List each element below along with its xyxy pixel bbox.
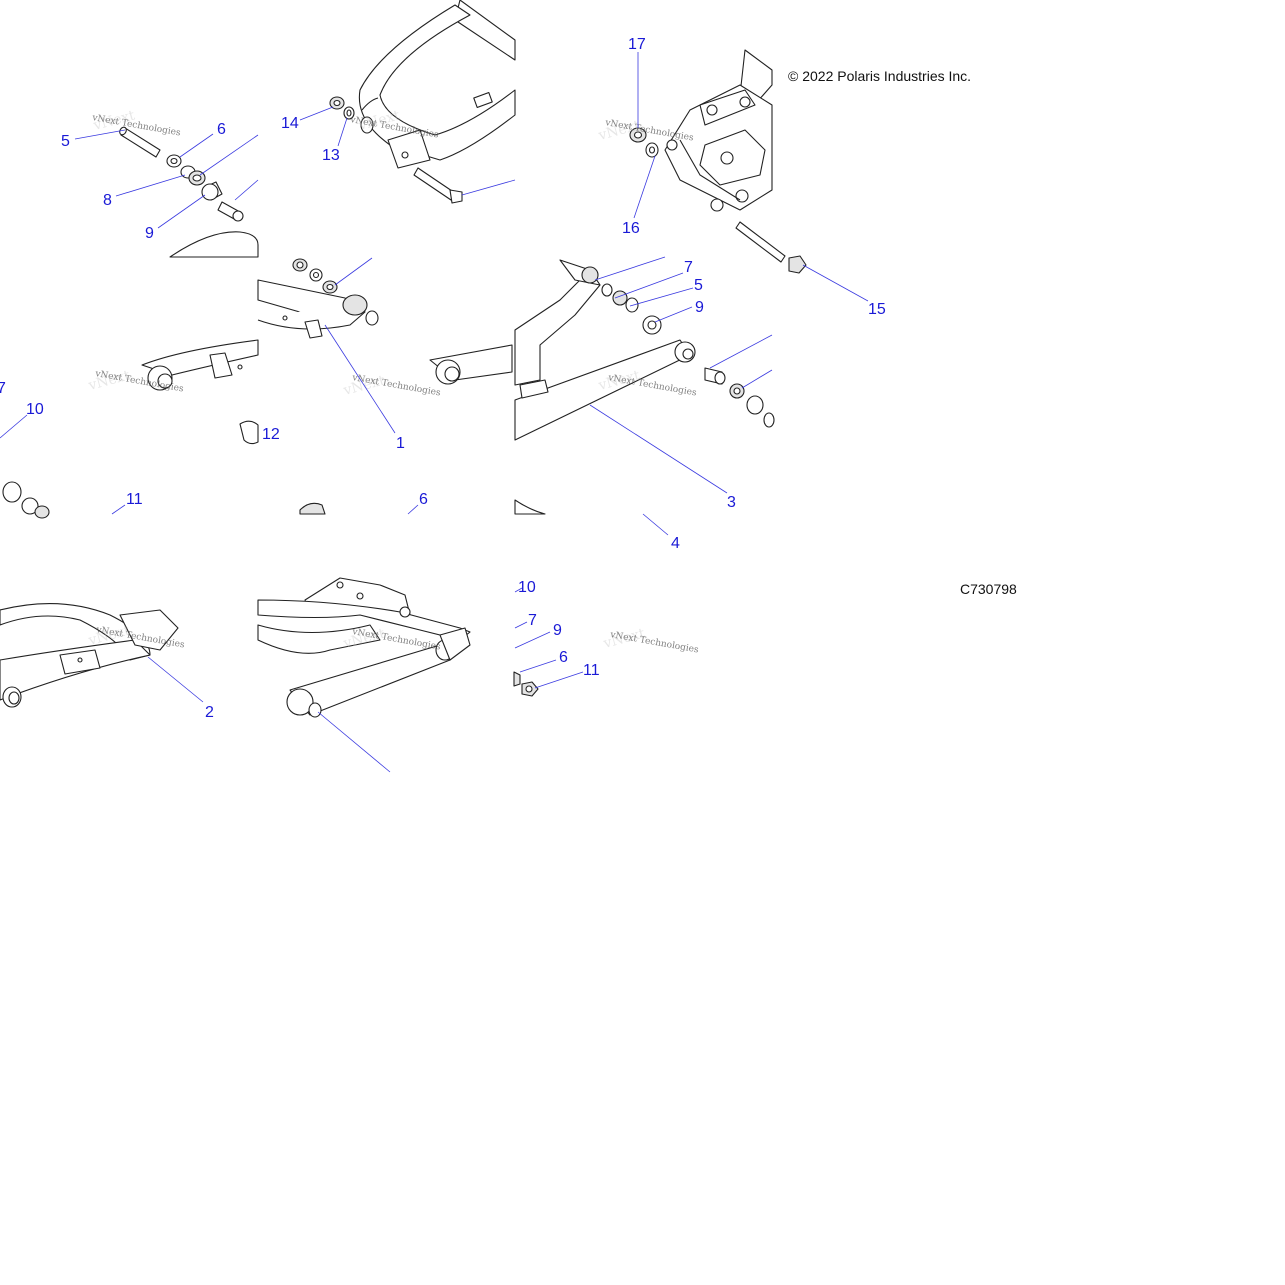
tile-middle-center-arm xyxy=(257,258,379,515)
tile-middle-left-arm xyxy=(2,339,259,519)
nut-part-14[interactable] xyxy=(329,96,345,110)
arm-tube-fragment xyxy=(169,231,259,258)
washer-part-16[interactable] xyxy=(645,142,659,158)
callout-11[interactable]: 11 xyxy=(583,662,600,679)
tile-top-right-bracket xyxy=(629,49,807,274)
control-arm-part-1[interactable] xyxy=(257,279,379,339)
tile-top-middle-frame xyxy=(329,0,516,204)
washer-part-13[interactable] xyxy=(343,106,355,120)
callout-9[interactable]: 9 xyxy=(695,299,704,316)
callout-4[interactable]: 4 xyxy=(671,535,680,552)
callout-10[interactable]: 10 xyxy=(26,401,44,418)
rear-frame-loop-part[interactable] xyxy=(358,0,516,169)
callout-2[interactable]: 2 xyxy=(205,704,214,721)
tile-bottom-left-frame xyxy=(0,603,179,708)
tile-middle-right-aarm xyxy=(429,259,775,515)
callout-13[interactable]: 13 xyxy=(322,147,340,164)
callout-17[interactable]: 17 xyxy=(628,36,646,53)
a-arm-part-3[interactable] xyxy=(429,259,696,515)
bolt-part-15[interactable] xyxy=(735,221,807,274)
callout-9[interactable]: 9 xyxy=(145,225,154,242)
callout-14[interactable]: 14 xyxy=(281,115,299,132)
callout-5[interactable]: 5 xyxy=(694,277,703,294)
spacer-tube-part[interactable] xyxy=(217,201,244,222)
callout-3[interactable]: 3 xyxy=(727,494,736,511)
callout-15[interactable]: 15 xyxy=(868,301,886,318)
callout-11[interactable]: 11 xyxy=(126,491,143,508)
nut-part-bottom[interactable] xyxy=(299,502,326,515)
lower-arm-part[interactable] xyxy=(141,339,259,391)
callout-7[interactable]: 7 xyxy=(684,259,693,276)
nut-part-11[interactable] xyxy=(521,681,539,697)
callout-16[interactable]: 16 xyxy=(622,220,640,237)
callout-6[interactable]: 6 xyxy=(419,491,428,508)
callout-8[interactable]: 8 xyxy=(103,192,112,209)
callout-9[interactable]: 9 xyxy=(553,622,562,639)
frame-loop-part-2[interactable] xyxy=(0,603,179,708)
a-arm-bracket-part[interactable] xyxy=(257,577,471,718)
callout-labels: 5 6 8 9 14 13 17 16 15 7 5 9 7 10 12 1 3… xyxy=(0,36,886,721)
washer-stack-middle[interactable] xyxy=(292,258,338,294)
callout-7[interactable]: 7 xyxy=(528,612,537,629)
long-bolt-part[interactable] xyxy=(413,167,463,204)
pivot-pin-part[interactable] xyxy=(118,126,161,158)
washer-part[interactable] xyxy=(166,154,182,168)
washer-stack-right[interactable] xyxy=(581,266,662,335)
sleeve-part[interactable] xyxy=(201,181,223,201)
sleeve-stack-right[interactable] xyxy=(704,367,775,428)
bushing-stack-left[interactable] xyxy=(2,481,50,519)
bumper-part-12[interactable] xyxy=(239,420,259,445)
diagram-id: C730798 xyxy=(960,581,1017,597)
callout-7[interactable]: 7 xyxy=(0,380,6,397)
watermark-layer: vNext vNext Technologies vNext vNext Tec… xyxy=(86,107,700,655)
callout-6[interactable]: 6 xyxy=(217,121,226,138)
nut-part-edge[interactable] xyxy=(513,671,521,687)
leader-lines xyxy=(0,52,869,773)
callout-6[interactable]: 6 xyxy=(559,649,568,666)
tile-top-left-hardware xyxy=(118,126,259,258)
copyright-notice: © 2022 Polaris Industries Inc. xyxy=(788,68,971,84)
callout-10[interactable]: 10 xyxy=(518,579,536,596)
callout-5[interactable]: 5 xyxy=(61,133,70,150)
tile-bottom-right-hardware xyxy=(513,671,539,697)
mount-bracket-part[interactable] xyxy=(664,49,773,212)
callout-1[interactable]: 1 xyxy=(396,435,405,452)
callout-12[interactable]: 12 xyxy=(262,426,280,443)
tile-bottom-middle-aarm xyxy=(257,577,471,718)
